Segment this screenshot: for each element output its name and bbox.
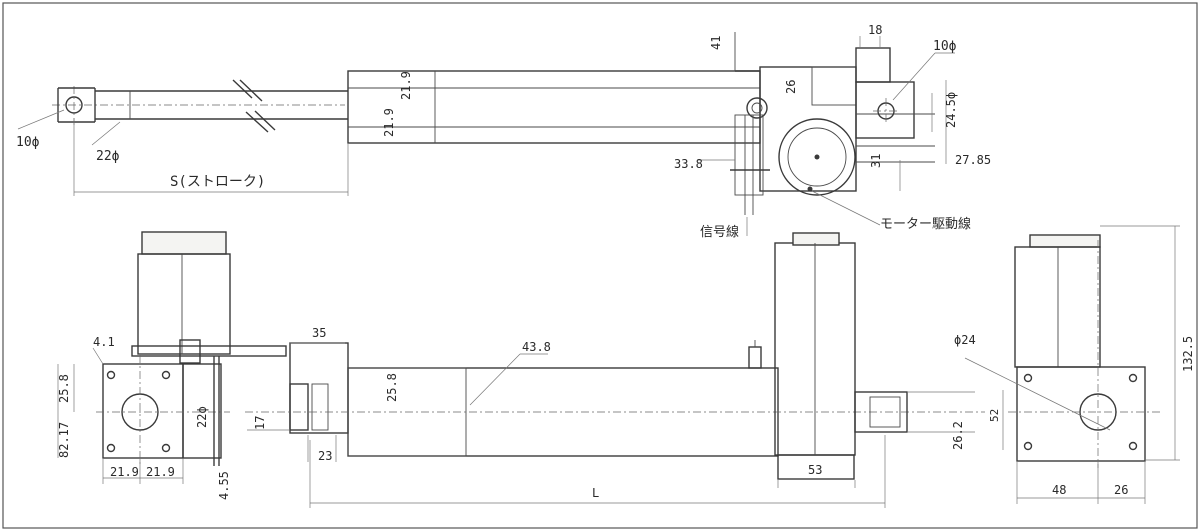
side-dim-258: 25.8 [385,373,399,402]
stroke-label: S(ストローク) [170,174,265,190]
tube-dim-b: 21.9 [382,108,396,137]
top-view [17,32,955,236]
side-view [245,232,985,508]
side-dim-23: 23 [318,449,332,463]
rod-dia-label: 22ϕ [96,149,120,164]
dim-26-top: 26 [784,80,798,94]
signal-connector [746,97,768,119]
rear-bracket [855,81,915,139]
dim-41-top: 41 [709,36,723,50]
right-motor [1014,246,1101,368]
right-dim-phi24: ϕ24 [954,333,976,347]
hole-right-label: 10ϕ [933,39,957,54]
motor-wire-label: モーター駆動線 [880,216,971,232]
dim-245: 24.5ϕ [944,92,958,128]
end-view-bracket-plate [131,345,287,357]
dim-2785: 27.85 [955,153,991,167]
end-rod-dia: 22ϕ [195,406,209,428]
end-view-motor [137,253,231,355]
right-dim-1325: 132.5 [1181,336,1195,372]
right-gearbox [1016,366,1146,462]
right-view [964,225,1180,504]
right-dim-48: 48 [1052,483,1066,497]
side-connector [854,391,908,433]
end-dim-41: 4.1 [93,335,115,349]
right-dim-26: 26 [1114,483,1128,497]
end-view-flange [102,363,184,459]
right-dim-52: 52 [988,409,1001,422]
motor-end-circle [778,118,856,196]
tube-dim-a: 21.9 [399,71,413,100]
side-dim-L: L [592,486,599,500]
signal-wire-label: 信号線 [700,224,739,240]
side-dim-53: 53 [808,463,822,477]
side-dim-262: 26.2 [951,421,965,450]
break-mark [232,79,276,133]
dim-31: 31 [869,154,883,168]
end-dim-455: 4.55 [217,471,231,500]
end-dim-219a: 21.9 [110,465,139,479]
side-dim-438: 43.8 [522,340,551,354]
end-dim-219b: 21.9 [146,465,175,479]
end-dim-8217: 82.17 [57,422,71,458]
hole-left-label: 10ϕ [16,135,40,150]
side-dim-35: 35 [312,326,326,340]
dim-18: 18 [868,23,882,37]
side-rod-end [289,342,349,434]
end-dim-258: 25.8 [57,374,71,403]
end-view [57,231,287,484]
side-dim-17: 17 [253,416,267,430]
dim-338: 33.8 [674,157,703,171]
